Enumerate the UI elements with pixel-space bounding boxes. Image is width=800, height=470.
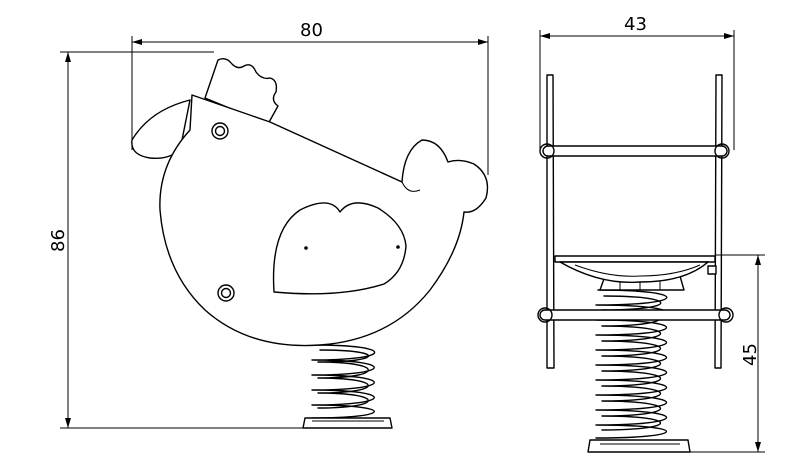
dimension-front-width: 80 xyxy=(131,20,489,175)
front-spring xyxy=(302,344,393,429)
upper-handle-bar xyxy=(539,143,730,159)
side-view: 43 45 xyxy=(537,14,765,453)
seat xyxy=(554,255,717,284)
dimension-side-width: 43 xyxy=(539,14,735,150)
dimension-label-front-height: 86 xyxy=(48,229,69,252)
chicken-beak xyxy=(131,99,191,160)
dimension-label-front-width: 80 xyxy=(300,20,323,41)
dimension-front-height: 86 xyxy=(48,51,305,429)
side-panel-right xyxy=(714,74,723,369)
heart-handle xyxy=(272,202,407,295)
chicken-comb xyxy=(204,57,279,125)
dimension-label-side-width: 43 xyxy=(624,14,647,35)
dimension-label-seat-height: 45 xyxy=(740,343,761,366)
side-panel-left xyxy=(546,74,555,369)
footrest-bar xyxy=(537,307,734,323)
dimension-seat-height: 45 xyxy=(690,254,765,453)
chicken-eye xyxy=(211,122,229,140)
front-view: 80 86 xyxy=(48,20,489,429)
body-bolt-hole xyxy=(217,284,235,302)
side-spring xyxy=(587,275,691,453)
